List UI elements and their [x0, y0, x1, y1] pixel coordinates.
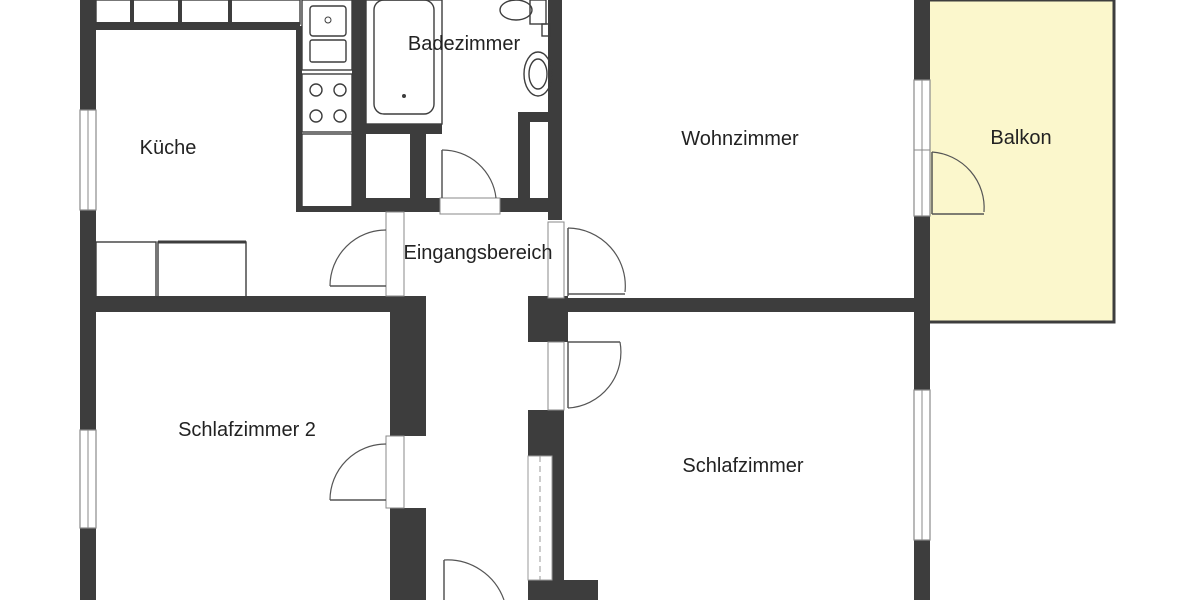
- walls: [80, 0, 930, 600]
- room-label-eingangsbereich: Eingangsbereich: [404, 242, 553, 264]
- room-labels: Küche Badezimmer Wohnzimmer Balkon Einga…: [140, 33, 1052, 477]
- bathroom-fixtures: [365, 0, 553, 125]
- room-label-badezimmer: Badezimmer: [408, 33, 521, 55]
- room-label-kueche: Küche: [140, 137, 197, 159]
- room-label-wohnzimmer: Wohnzimmer: [681, 128, 799, 150]
- kitchen-fixtures: [95, 0, 353, 299]
- windows: [79, 79, 931, 541]
- balcony-area: [926, 0, 1116, 324]
- room-label-schlafzimmer2: Schlafzimmer 2: [178, 419, 316, 441]
- doors: [329, 149, 985, 600]
- room-label-balkon: Balkon: [990, 127, 1051, 149]
- room-label-schlafzimmer: Schlafzimmer: [682, 455, 803, 477]
